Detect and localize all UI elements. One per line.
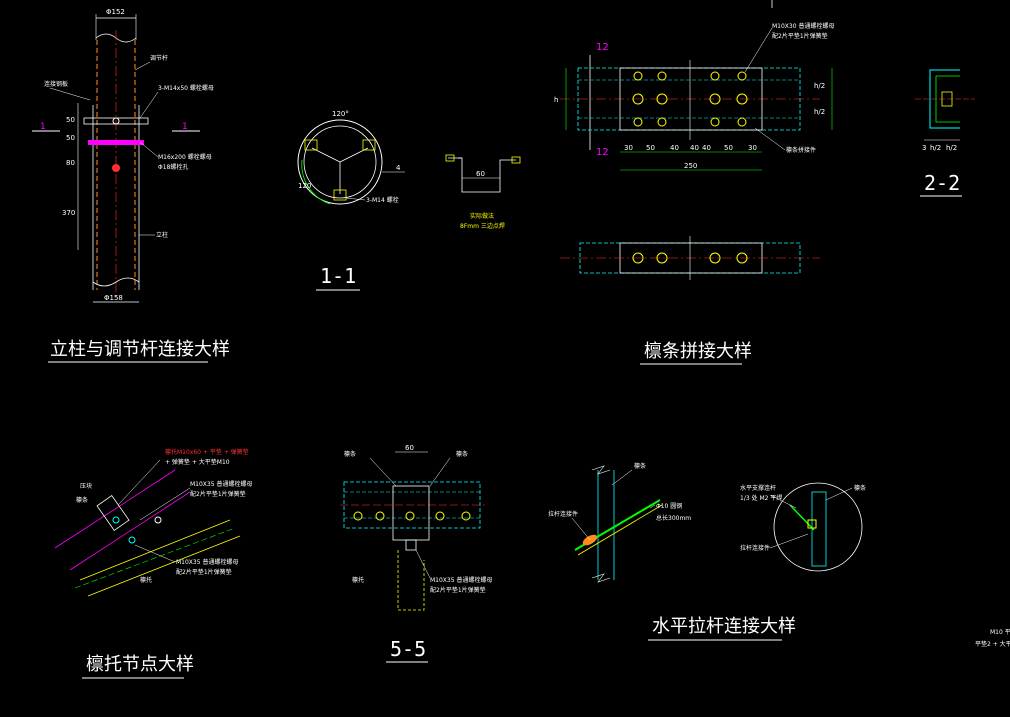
s55-label-d2: 配2片平垫1片弹簧垫 bbox=[430, 586, 486, 594]
sp-label-top: M10X30 普通螺栓螺母 bbox=[772, 22, 834, 30]
s55-dim: 60 bbox=[405, 444, 414, 452]
ps-label-a: 压块 bbox=[80, 482, 92, 490]
s11-dim-a: 4 bbox=[396, 164, 401, 172]
col-label-b: 3-M14x50 螺栓螺母 bbox=[158, 84, 214, 92]
hr-label-d: 拉杆连接件 bbox=[548, 510, 578, 518]
sp-dim-1: 30 bbox=[624, 144, 633, 152]
sp-dim-4: 40 bbox=[690, 144, 699, 152]
title-horizontal-rod: 水平拉杆连接大样 bbox=[652, 616, 796, 637]
title-section-11: 1-1 bbox=[320, 264, 356, 288]
s55-label-b: 檩条 bbox=[456, 450, 468, 458]
hr-label-b: Φ10 圆钢 bbox=[656, 502, 682, 510]
sp-right-dim-2: h/2 bbox=[814, 108, 825, 116]
col-label-f: 连接钢板 bbox=[44, 80, 68, 88]
section-mark-right: 1 bbox=[182, 122, 188, 132]
title-purlin-support: 檩托节点大样 bbox=[86, 654, 194, 675]
col-label-d: Φ18螺栓孔 bbox=[158, 163, 188, 171]
column-bottom-dim: Φ158 bbox=[104, 294, 123, 302]
ps-label-e: 檩托 bbox=[140, 576, 152, 584]
hr-label-c: 总长300mm bbox=[656, 514, 691, 522]
purlin-support: 檩托M10x60 + 平垫 + 弹簧垫 + 弹簧垫 + 大平垫M10 压块 檩条… bbox=[54, 448, 252, 679]
sp-label-top2: 配2片平垫1片弹簧垫 bbox=[772, 32, 828, 40]
section-11: 120° 120 4 3-M14 螺栓 1-1 bbox=[297, 110, 405, 291]
ps-label-red: 檩托M10x60 + 平垫 + 弹簧垫 bbox=[165, 448, 249, 456]
column-top-dim: Φ152 bbox=[106, 8, 125, 16]
hr-label-f: 拉杆连接件 bbox=[740, 544, 770, 552]
ps-label-b: 檩条 bbox=[76, 496, 88, 504]
col-label-a: 调节杆 bbox=[150, 54, 168, 62]
horizontal-rod: 檩条 Φ10 圆钢 总长300mm 拉杆连接件 水平支撑连杆 1/3 处 M2 … bbox=[548, 462, 866, 641]
ps-label-c2: 配2片平垫1片弹簧垫 bbox=[190, 490, 246, 498]
edge-text-2: 平垫2 + 大平垫 bbox=[975, 640, 1010, 648]
s22-dim-1: 3 bbox=[922, 144, 926, 152]
title-section-55: 5-5 bbox=[390, 637, 426, 661]
hr-label-e: 水平支撑连杆 bbox=[740, 484, 776, 492]
s22-dim-3: h/2 bbox=[946, 144, 957, 152]
hr-label-e2: 1/3 处 M2 平焊 bbox=[740, 494, 782, 502]
splice-bolts bbox=[632, 71, 748, 127]
small-label-1: 实际做法 bbox=[470, 212, 494, 220]
s11-label: 3-M14 螺栓 bbox=[366, 196, 399, 204]
sp-dim-6: 50 bbox=[724, 144, 733, 152]
col-dim-3: 80 bbox=[66, 159, 75, 167]
title-column: 立柱与调节杆连接大样 bbox=[50, 339, 230, 360]
title-purlin-splice: 檩条拼接大样 bbox=[644, 341, 752, 362]
s22-dim-2: h/2 bbox=[930, 144, 941, 152]
section-22: 3 h/2 h/2 2-2 bbox=[915, 69, 975, 197]
edge-text-1: M10 平垫 bbox=[990, 628, 1010, 636]
splice-mark-top: 12 bbox=[596, 42, 609, 53]
col-dim-2: 50 bbox=[66, 134, 75, 142]
col-dim-1: 50 bbox=[66, 116, 75, 124]
sp-left-dim: h bbox=[554, 96, 558, 104]
ps-label-2: + 弹簧垫 + 大平垫M10 bbox=[165, 458, 230, 466]
s55-label-c: 檩托 bbox=[352, 576, 364, 584]
ps-label-d2: 配2片平垫1片弹簧垫 bbox=[176, 568, 232, 576]
s55-label-d: M10X35 普通螺栓螺母 bbox=[430, 576, 492, 584]
sp-dim-5: 40 bbox=[702, 144, 711, 152]
splice-mark-bottom: 12 bbox=[596, 147, 609, 158]
s11-dim-b: 120 bbox=[298, 182, 311, 190]
column-detail: Φ152 Φ158 50 50 80 370 1 1 调节杆 bbox=[32, 8, 230, 363]
col-dim-4: 370 bbox=[62, 209, 75, 217]
s55-label-a: 檩条 bbox=[344, 450, 356, 458]
sp-total: 250 bbox=[684, 162, 697, 170]
sp-label-right: 檩条拼接件 bbox=[786, 146, 816, 154]
small-label-2: 8Fmm 三边点焊 bbox=[460, 222, 505, 230]
small-detail: 60 实际做法 8Fmm 三边点焊 bbox=[445, 154, 521, 230]
col-label-c: M16x200 螺栓螺母 bbox=[158, 153, 212, 161]
sp-right-dim-1: h/2 bbox=[814, 82, 825, 90]
small-dim: 60 bbox=[476, 170, 485, 178]
section-55: 60 檩条 檩条 檩托 M10X35 普通螺栓螺母 配2片平垫1片弹簧垫 5-5 bbox=[340, 444, 492, 663]
ps-label-c: M10X35 普通螺栓螺母 bbox=[190, 480, 252, 488]
ps-label-d: M10X35 普通螺栓螺母 bbox=[176, 558, 238, 566]
title-section-22: 2-2 bbox=[924, 171, 960, 195]
col-label-e: 立柱 bbox=[156, 231, 168, 239]
hr-label-a: 檩条 bbox=[634, 462, 646, 470]
hr-label-g: 檩条 bbox=[854, 484, 866, 492]
sp-dim-2: 50 bbox=[646, 144, 655, 152]
section-mark-left: 1 bbox=[40, 122, 46, 132]
sp-dim-7: 30 bbox=[748, 144, 757, 152]
purlin-splice: 12 12 30 50 40 40 40 50 30 250 h h/2 bbox=[554, 22, 834, 365]
sp-dim-3: 40 bbox=[670, 144, 679, 152]
s11-angle: 120° bbox=[332, 110, 349, 118]
